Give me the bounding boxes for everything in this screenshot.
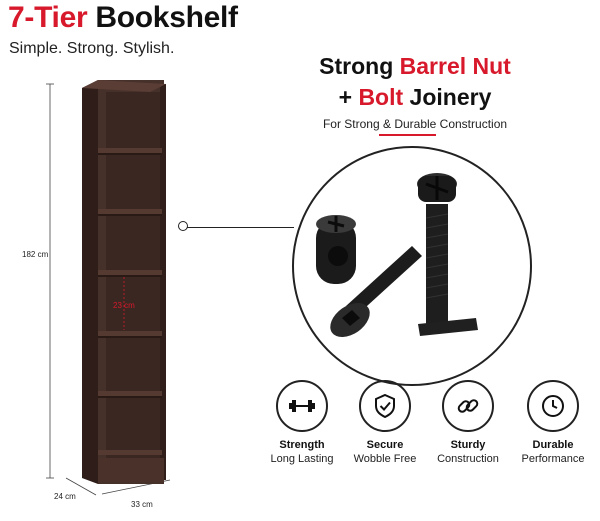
dumbbell-icon [276,380,328,432]
title-rest: Bookshelf [87,1,238,34]
bolt-long [417,173,478,336]
depth-dimension-label: 24 cm [54,492,76,501]
joinery-title-line2: + Bolt Joinery [338,84,492,110]
feature-secure: Secure Wobble Free [345,380,425,466]
feature-title: Durable [532,439,574,451]
feature-title: Strength [279,439,325,451]
page-subtitle: Simple. Strong. Stylish. [9,40,175,57]
shelf-gap-dimension-label: 23 cm [113,301,135,310]
barrel-nut-bolt-image [316,173,478,338]
title-highlight: 7-Tier [8,1,88,34]
connector-dot [178,221,188,231]
feature-desc: Wobble Free [353,453,417,465]
barrel-nut [316,215,356,284]
clock-icon [527,380,579,432]
bookshelf-illustration [46,80,171,496]
feature-sturdy: Sturdy Construction [428,380,508,466]
page-title: 7-Tier Bookshelf [8,0,238,36]
feature-desc: Long Lasting [270,453,334,465]
height-dimension-label: 182 cm [22,250,49,259]
chain-link-icon [442,380,494,432]
feature-desc: Performance [521,453,585,465]
joinery-underline [379,134,436,136]
feature-desc: Construction [437,453,499,465]
feature-title: Sturdy [450,439,486,451]
joinery-title-line1: Strong Barrel Nut [319,53,511,79]
feature-strength: Strength Long Lasting [262,380,342,466]
connector-line [184,227,294,228]
feature-title: Secure [366,439,404,451]
feature-durable: Durable Performance [513,380,593,466]
width-dimension-label: 33 cm [131,500,153,509]
hardware-zoom-circle [292,146,532,386]
joinery-subtitle: For Strong & Durable Construction [322,117,508,131]
bolt-short [330,246,422,338]
shield-check-icon [359,380,411,432]
